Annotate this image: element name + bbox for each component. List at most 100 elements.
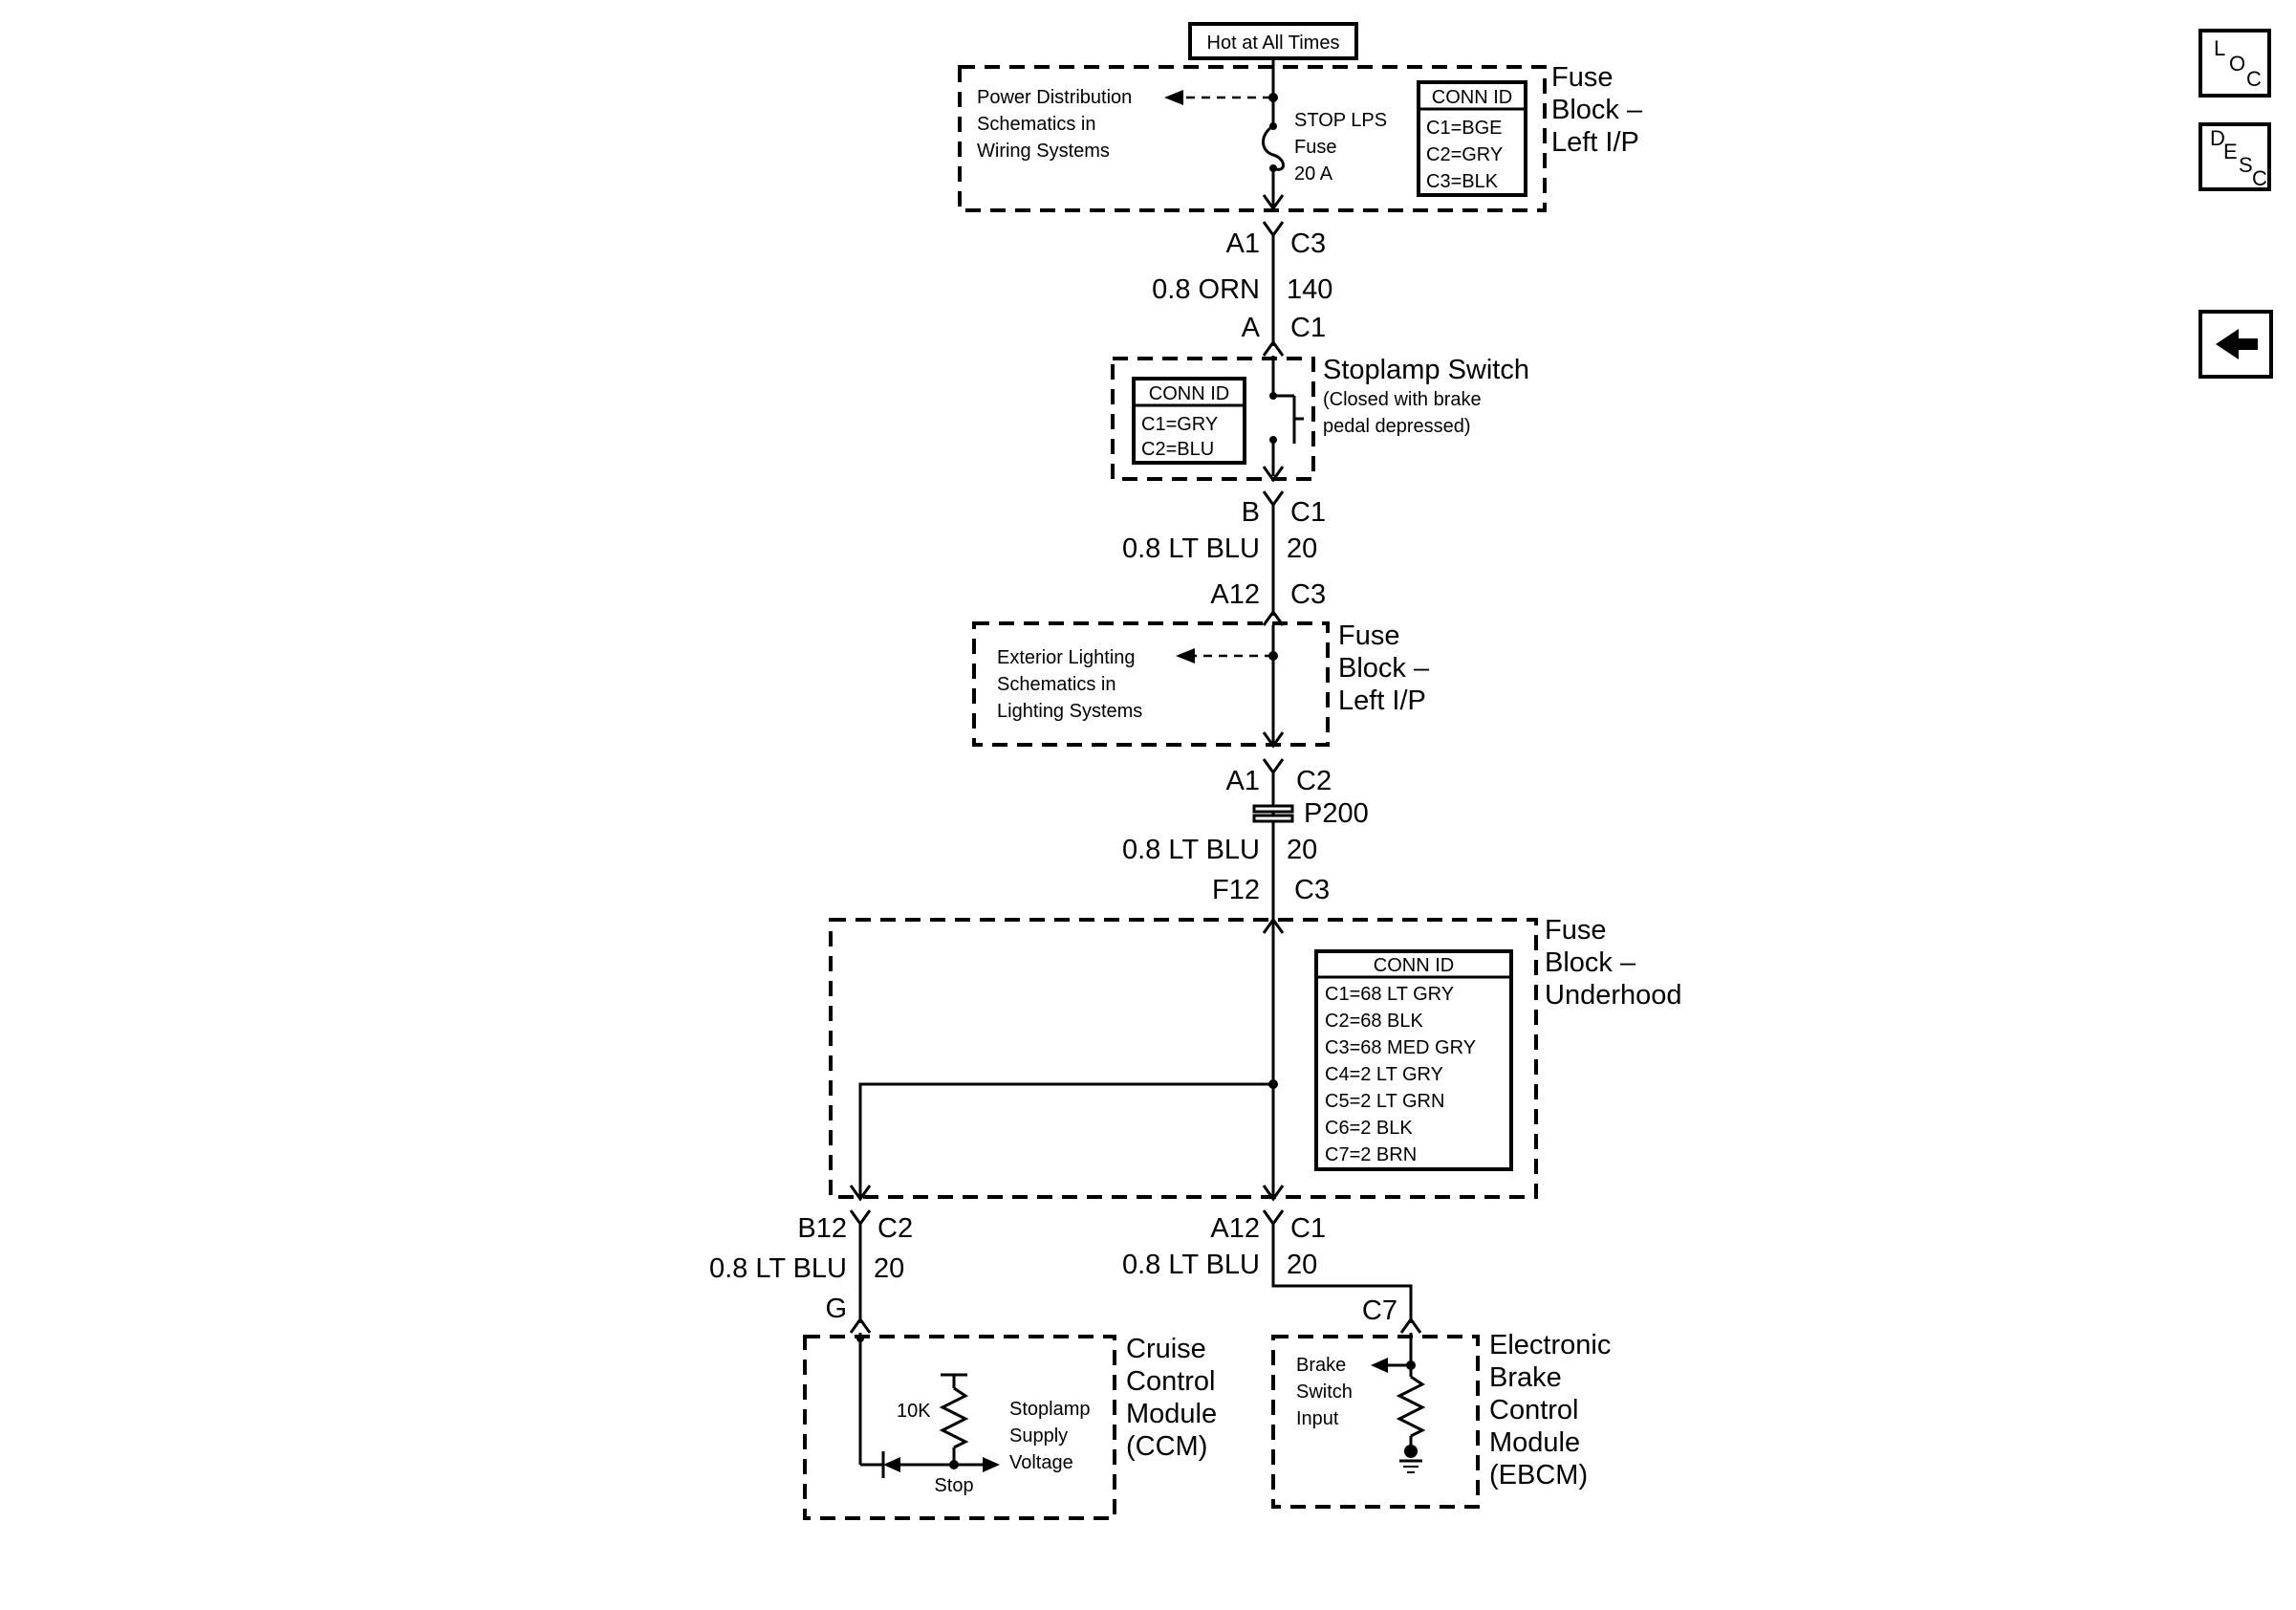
svg-text:0.8 LT BLU: 0.8 LT BLU xyxy=(709,1253,847,1284)
svg-text:A12: A12 xyxy=(1210,579,1260,610)
svg-text:E: E xyxy=(2223,140,2238,163)
arrow-left-icon xyxy=(1176,648,1195,664)
back-button[interactable] xyxy=(2199,310,2273,379)
svg-text:Supply: Supply xyxy=(1009,1425,1068,1447)
fuse-block-left-ip-top: Fuse Block – Left I/P Power Distribution… xyxy=(958,62,1643,212)
wire-light-blue-20-a: B C1 0.8 LT BLU 20 A12 C3 xyxy=(1122,490,1326,626)
svg-text:20: 20 xyxy=(1287,1250,1317,1280)
fuse-icon xyxy=(1262,58,1285,211)
svg-text:C2: C2 xyxy=(1296,766,1332,796)
connector-female-icon xyxy=(1262,490,1285,508)
svg-text:B: B xyxy=(1242,497,1260,528)
svg-text:B12: B12 xyxy=(797,1213,847,1244)
svg-text:20: 20 xyxy=(1287,835,1317,865)
svg-text:Fuse: Fuse xyxy=(1338,620,1399,651)
svg-text:10K: 10K xyxy=(897,1401,931,1422)
connector-female-icon xyxy=(849,1209,872,1227)
wire-light-blue-20-b: A1 C2 P200 0.8 LT BLU 20 F12 C3 xyxy=(1122,758,1369,934)
svg-text:Underhood: Underhood xyxy=(1545,980,1682,1011)
loc-button[interactable]: L O C xyxy=(2199,29,2271,98)
svg-text:Stoplamp: Stoplamp xyxy=(1009,1399,1091,1420)
svg-text:Input: Input xyxy=(1296,1408,1339,1429)
svg-text:Brake: Brake xyxy=(1489,1362,1562,1393)
svg-text:CONN ID: CONN ID xyxy=(1432,87,1512,108)
connector-male-icon xyxy=(1262,609,1285,626)
svg-text:Exterior Lighting: Exterior Lighting xyxy=(997,647,1136,668)
svg-text:C1: C1 xyxy=(1290,1213,1326,1244)
connector-male-icon xyxy=(849,1316,872,1334)
svg-text:0.8 LT BLU: 0.8 LT BLU xyxy=(1122,835,1260,865)
ground-icon xyxy=(1399,1445,1422,1473)
wire-light-blue-20-ccm: B12 C2 0.8 LT BLU 20 G xyxy=(709,1209,913,1334)
svg-text:pedal depressed): pedal depressed) xyxy=(1323,416,1471,437)
svg-text:L: L xyxy=(2214,36,2225,60)
svg-text:Control: Control xyxy=(1126,1366,1216,1397)
desc-button[interactable]: D E S C xyxy=(2199,122,2271,191)
svg-text:C2=GRY: C2=GRY xyxy=(1426,144,1503,165)
electronic-brake-control-module: Electronic Brake Control Module (EBCM) B… xyxy=(1271,1330,1611,1509)
connector-female-icon xyxy=(1262,1209,1285,1227)
svg-text:C3: C3 xyxy=(1294,875,1330,905)
svg-text:Lighting Systems: Lighting Systems xyxy=(997,701,1142,722)
svg-text:0.8 LT BLU: 0.8 LT BLU xyxy=(1122,1250,1260,1280)
svg-text:(Closed with brake: (Closed with brake xyxy=(1323,389,1482,410)
resistor-icon xyxy=(1396,1375,1426,1449)
svg-text:A: A xyxy=(1242,313,1261,343)
svg-text:Stoplamp Switch: Stoplamp Switch xyxy=(1323,355,1529,385)
svg-text:Block –: Block – xyxy=(1551,95,1643,125)
svg-text:C1: C1 xyxy=(1290,313,1326,343)
svg-text:D: D xyxy=(2210,126,2225,150)
svg-text:A1: A1 xyxy=(1226,228,1260,259)
splice-p200-icon xyxy=(1252,804,1294,823)
svg-text:Switch: Switch xyxy=(1296,1382,1353,1403)
connector-female-icon xyxy=(1262,758,1285,775)
svg-text:C2=BLU: C2=BLU xyxy=(1141,439,1214,460)
fuse-block-left-ip-mid: Fuse Block – Left I/P Exterior Lighting … xyxy=(972,620,1430,749)
svg-text:Module: Module xyxy=(1489,1427,1580,1458)
svg-text:G: G xyxy=(825,1294,847,1324)
svg-text:Stop: Stop xyxy=(934,1475,973,1496)
svg-text:Block –: Block – xyxy=(1338,653,1430,684)
svg-text:C1=BGE: C1=BGE xyxy=(1426,118,1502,139)
svg-text:C1: C1 xyxy=(1290,497,1326,528)
svg-text:Electronic: Electronic xyxy=(1489,1330,1611,1360)
svg-text:20: 20 xyxy=(1287,533,1317,564)
svg-text:CONN ID: CONN ID xyxy=(1149,383,1229,404)
power-distribution-note: Power Distribution Schematics in Wiring … xyxy=(977,87,1132,162)
stop-lps-fuse: STOP LPS Fuse 20 A xyxy=(1294,110,1387,185)
stoplamp-switch: Stoplamp Switch (Closed with brake pedal… xyxy=(1111,355,1529,483)
svg-text:C1=68 LT GRY: C1=68 LT GRY xyxy=(1325,984,1454,1005)
svg-text:Cruise: Cruise xyxy=(1126,1334,1206,1364)
svg-text:Fuse: Fuse xyxy=(1545,915,1606,946)
arrow-left-icon xyxy=(2216,329,2258,359)
svg-text:Voltage: Voltage xyxy=(1009,1452,1073,1473)
svg-text:Left I/P: Left I/P xyxy=(1551,127,1639,158)
resistor-icon xyxy=(939,1373,969,1469)
svg-text:C3=68 MED GRY: C3=68 MED GRY xyxy=(1325,1037,1476,1058)
connector-female-icon xyxy=(1262,221,1285,238)
svg-text:C7: C7 xyxy=(1362,1295,1397,1326)
svg-text:(EBCM): (EBCM) xyxy=(1489,1460,1588,1490)
svg-text:C5=2 LT GRN: C5=2 LT GRN xyxy=(1325,1091,1444,1112)
svg-text:Wiring Systems: Wiring Systems xyxy=(977,141,1110,162)
svg-text:C1=GRY: C1=GRY xyxy=(1141,414,1218,435)
svg-text:20: 20 xyxy=(874,1253,904,1284)
svg-text:Fuse: Fuse xyxy=(1294,137,1336,158)
svg-text:0.8 ORN: 0.8 ORN xyxy=(1152,274,1260,305)
switch-contact-icon xyxy=(1262,356,1304,483)
wire-light-blue-20-ebcm: A12 C1 0.8 LT BLU 20 C7 xyxy=(1122,1209,1422,1334)
svg-text:20 A: 20 A xyxy=(1294,163,1333,185)
svg-text:A12: A12 xyxy=(1210,1213,1260,1244)
conn-id-table-underhood: CONN ID C1=68 LT GRY C2=68 BLK C3=68 MED… xyxy=(1314,949,1513,1171)
svg-text:A1: A1 xyxy=(1226,766,1260,796)
svg-text:CONN ID: CONN ID xyxy=(1374,955,1454,976)
svg-text:Module: Module xyxy=(1126,1399,1217,1429)
svg-text:C2: C2 xyxy=(877,1213,913,1244)
svg-text:C2=68 BLK: C2=68 BLK xyxy=(1325,1011,1424,1032)
cruise-control-module: Cruise Control Module (CCM) 10K Stoplamp… xyxy=(803,1333,1217,1520)
conn-id-table-switch: CONN ID C1=GRY C2=BLU xyxy=(1132,377,1246,465)
svg-text:Control: Control xyxy=(1489,1395,1579,1425)
svg-text:Schematics in: Schematics in xyxy=(977,114,1096,135)
svg-text:Block –: Block – xyxy=(1545,947,1636,978)
svg-text:Brake: Brake xyxy=(1296,1355,1346,1376)
